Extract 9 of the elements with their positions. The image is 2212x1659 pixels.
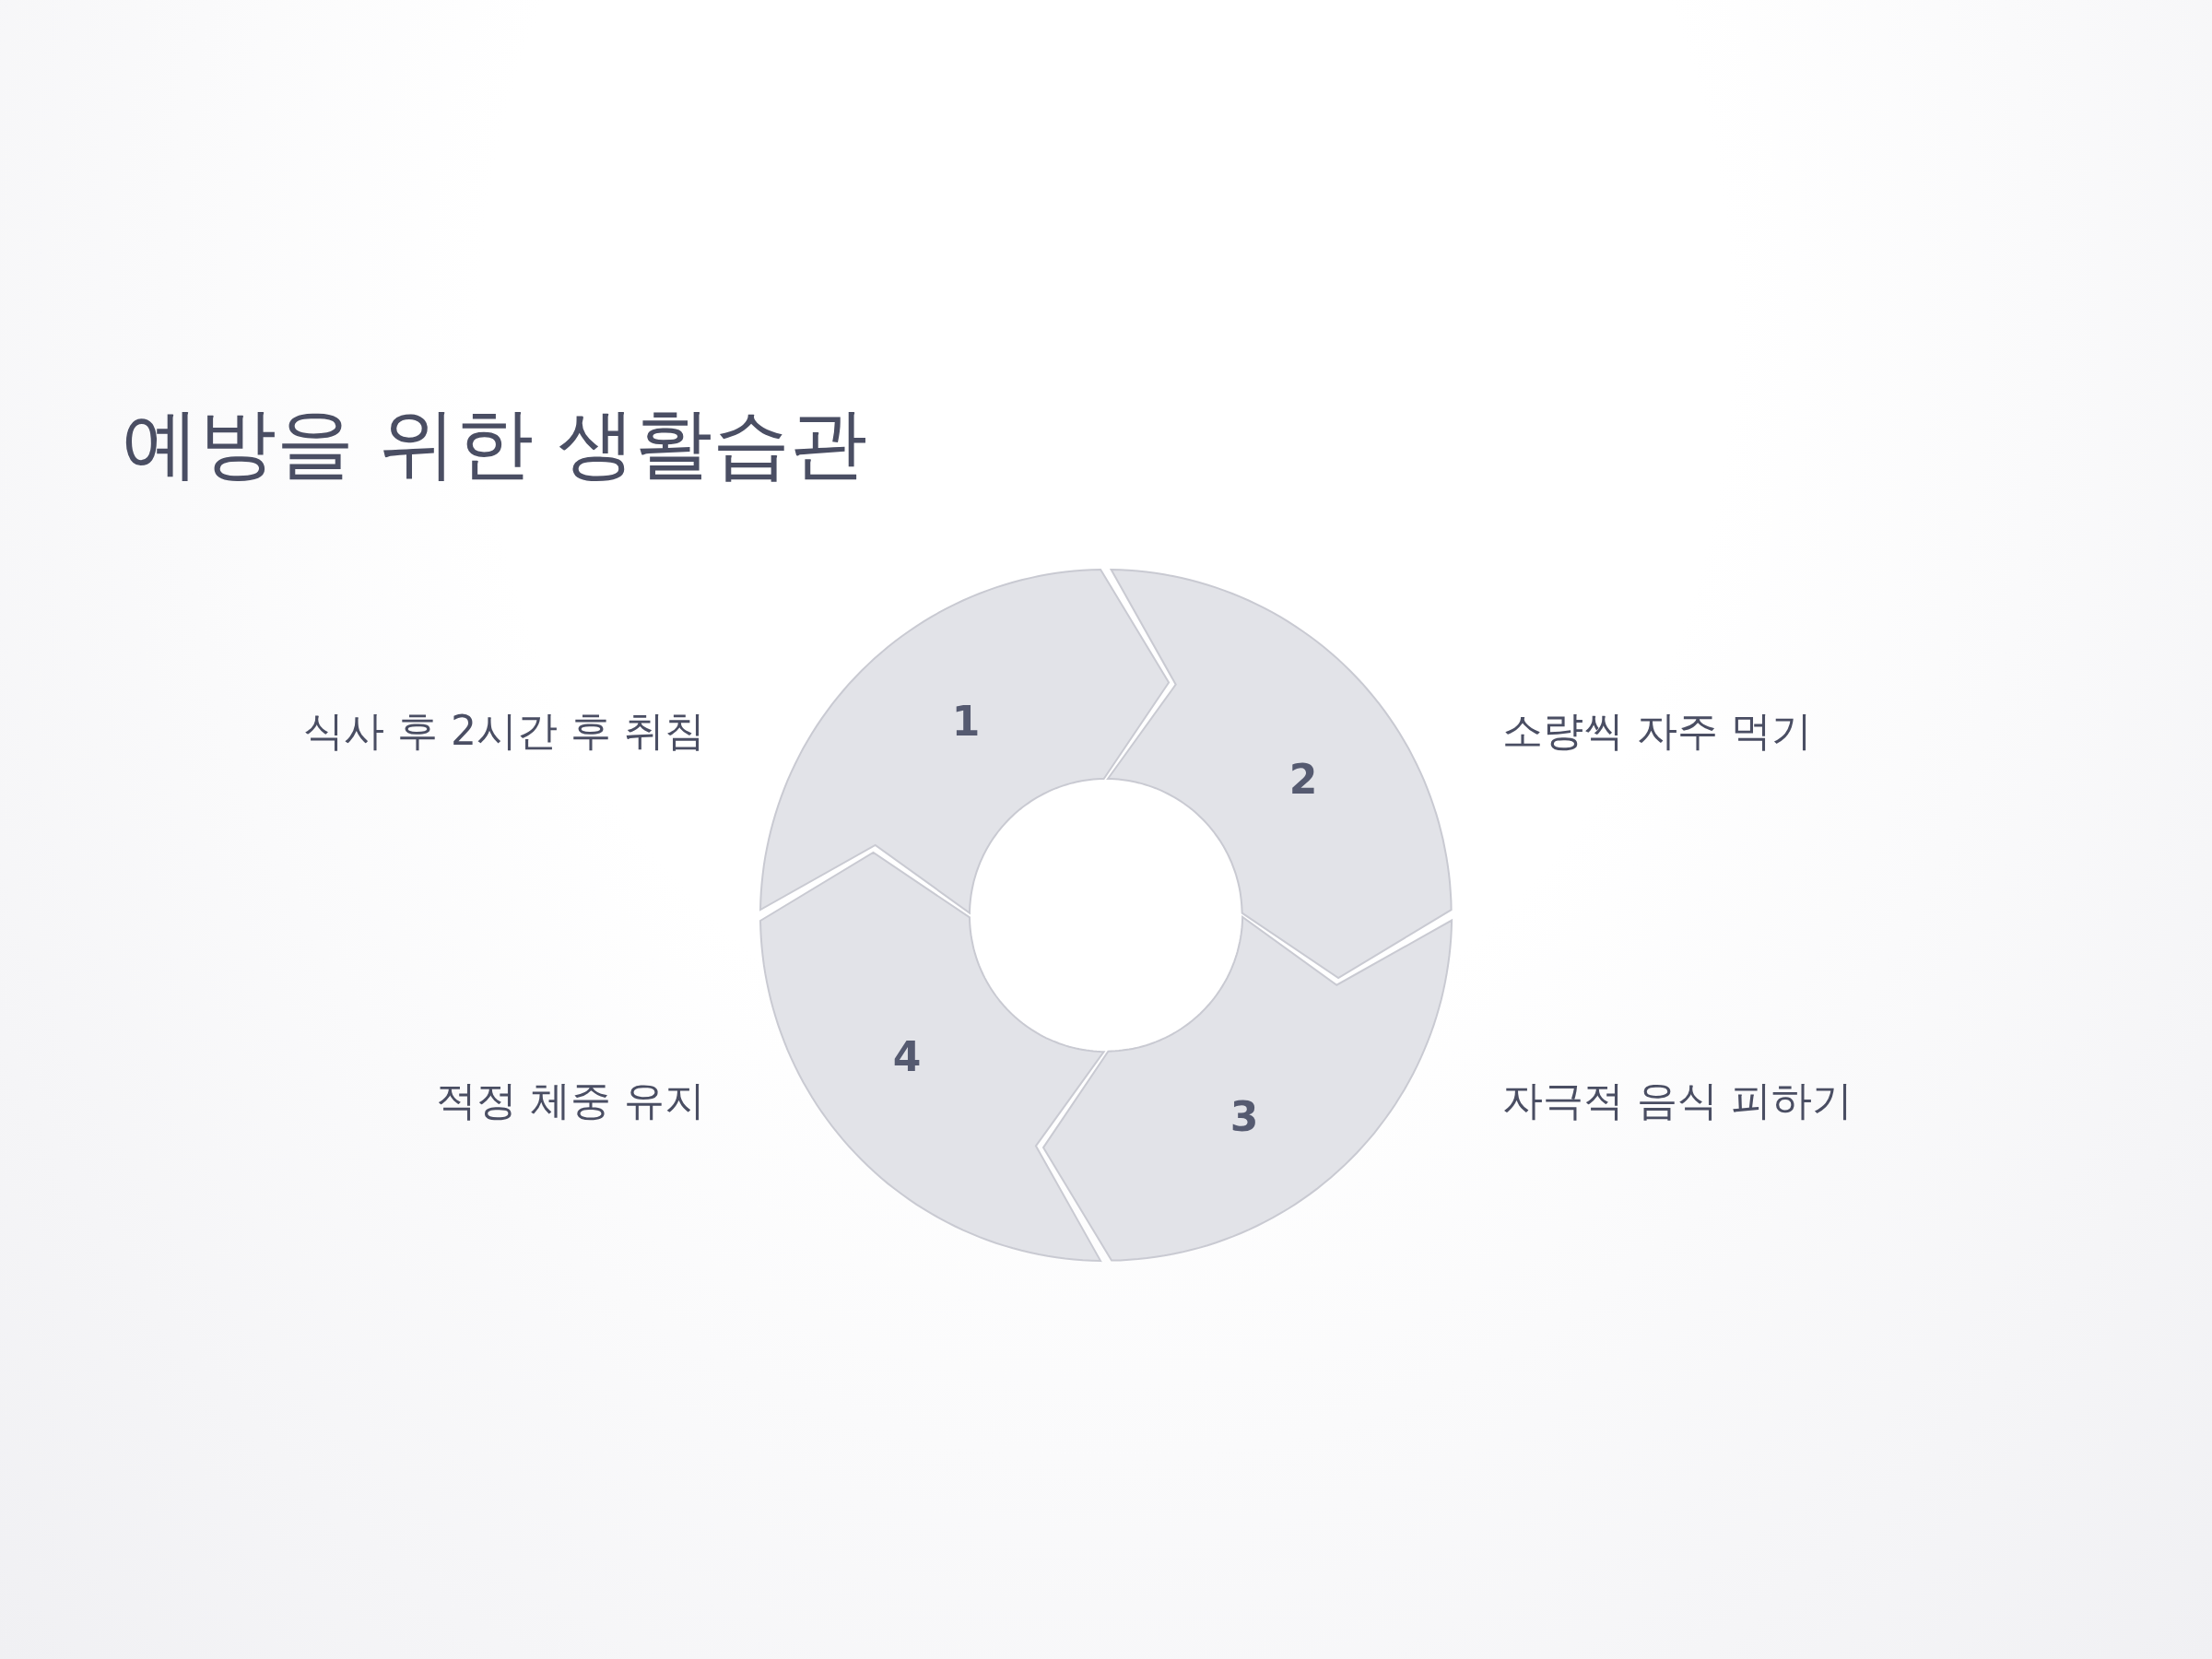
step-label: 자극적 음식 피하기 [1502, 1075, 1853, 1125]
title: 예방을 위한 생활습관 [122, 397, 868, 490]
step-number: 3 [1230, 1092, 1259, 1140]
step-number: 1 [951, 697, 981, 745]
step-number: 2 [1288, 755, 1318, 803]
step-label: 식사 후 2시간 후 취침 [303, 705, 705, 756]
step-label: 소량씩 자주 먹기 [1502, 705, 1812, 756]
step-number: 4 [892, 1032, 922, 1080]
step-label: 적정 체중 유지 [436, 1075, 705, 1125]
